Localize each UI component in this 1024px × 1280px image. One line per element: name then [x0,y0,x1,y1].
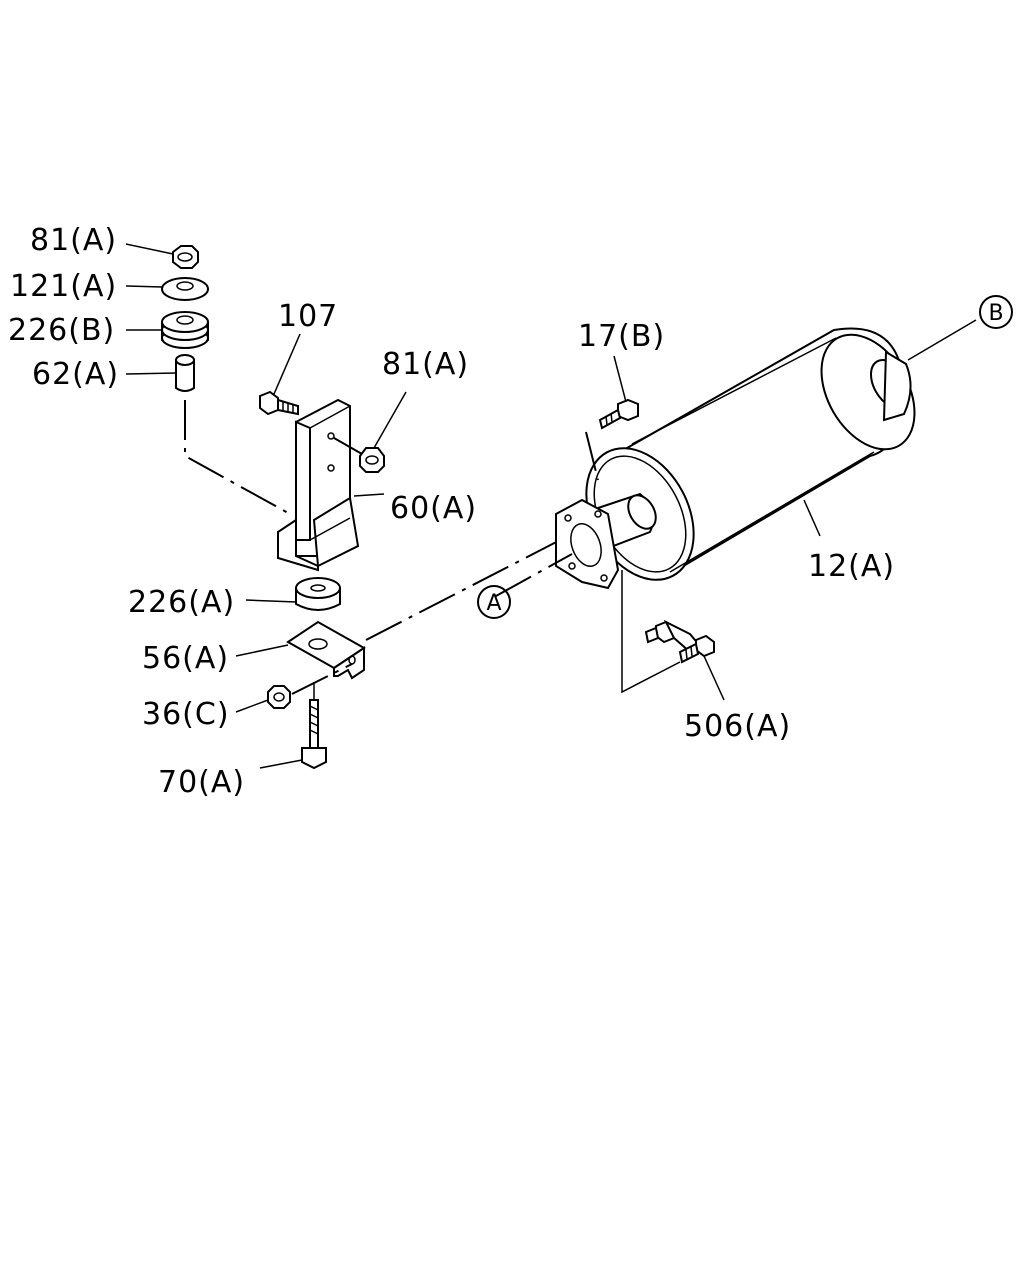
leader-60a [353,493,385,497]
label-226a: 226(A) [128,585,235,620]
flange-gasket-part [555,498,620,590]
label-121a: 121(A) [10,269,117,304]
bolt-107-part [259,390,299,416]
label-36c: 36(C) [142,697,230,732]
nut-81a-bracket-part [359,447,385,473]
leader-81a-top [125,243,174,255]
bracket-56a-part [286,620,366,680]
label-81a-bracket: 81(A) [382,347,469,382]
leader-36c [235,699,269,713]
cushion-226b-part [161,311,209,349]
leader-70a [259,759,303,769]
collar-62a-part [175,354,195,392]
label-70a: 70(A) [158,765,245,800]
leader-ref-b [907,319,977,361]
leader-56a [235,644,289,657]
ref-a-label: A [486,591,501,616]
bolt-506a-part [644,619,715,664]
leader-107 [273,333,301,395]
label-12a: 12(A) [808,549,895,584]
label-506a: 506(A) [684,709,791,744]
alignment-line-nut-36c [291,663,353,695]
cushion-226a-part [295,577,341,611]
bolt-70a-part [301,699,327,770]
alignment-line-nut [333,437,363,455]
leader-121a [125,285,163,288]
nut-36c-part [267,685,291,709]
leader-62a [125,372,177,375]
label-56a: 56(A) [142,641,229,676]
leader-12a [803,499,821,537]
exhaust-centerline [365,535,569,641]
leader-226a [245,599,297,603]
label-226b: 226(B) [8,313,115,348]
nut-81a-top-part [172,245,199,269]
label-17b: 17(B) [578,319,665,354]
ref-b-marker: B [979,295,1013,329]
leader-17b [613,355,627,403]
alignment-line-flange [495,553,573,597]
label-107: 107 [278,299,338,334]
washer-121a-part [161,277,209,301]
label-81a-top: 81(A) [30,223,117,258]
leader-506a [703,655,725,701]
ref-a-marker: A [477,585,511,619]
bolt-17b-part [598,398,639,430]
label-60a: 60(A) [390,491,477,526]
bracket-60a-part [277,398,360,572]
alignment-line-506a [621,570,681,694]
leader-81a-bracket [373,391,407,449]
label-62a: 62(A) [32,357,119,392]
alignment-line-bolt-17b [585,431,599,481]
ref-b-label: B [988,301,1003,326]
alignment-line-collar [184,400,291,515]
